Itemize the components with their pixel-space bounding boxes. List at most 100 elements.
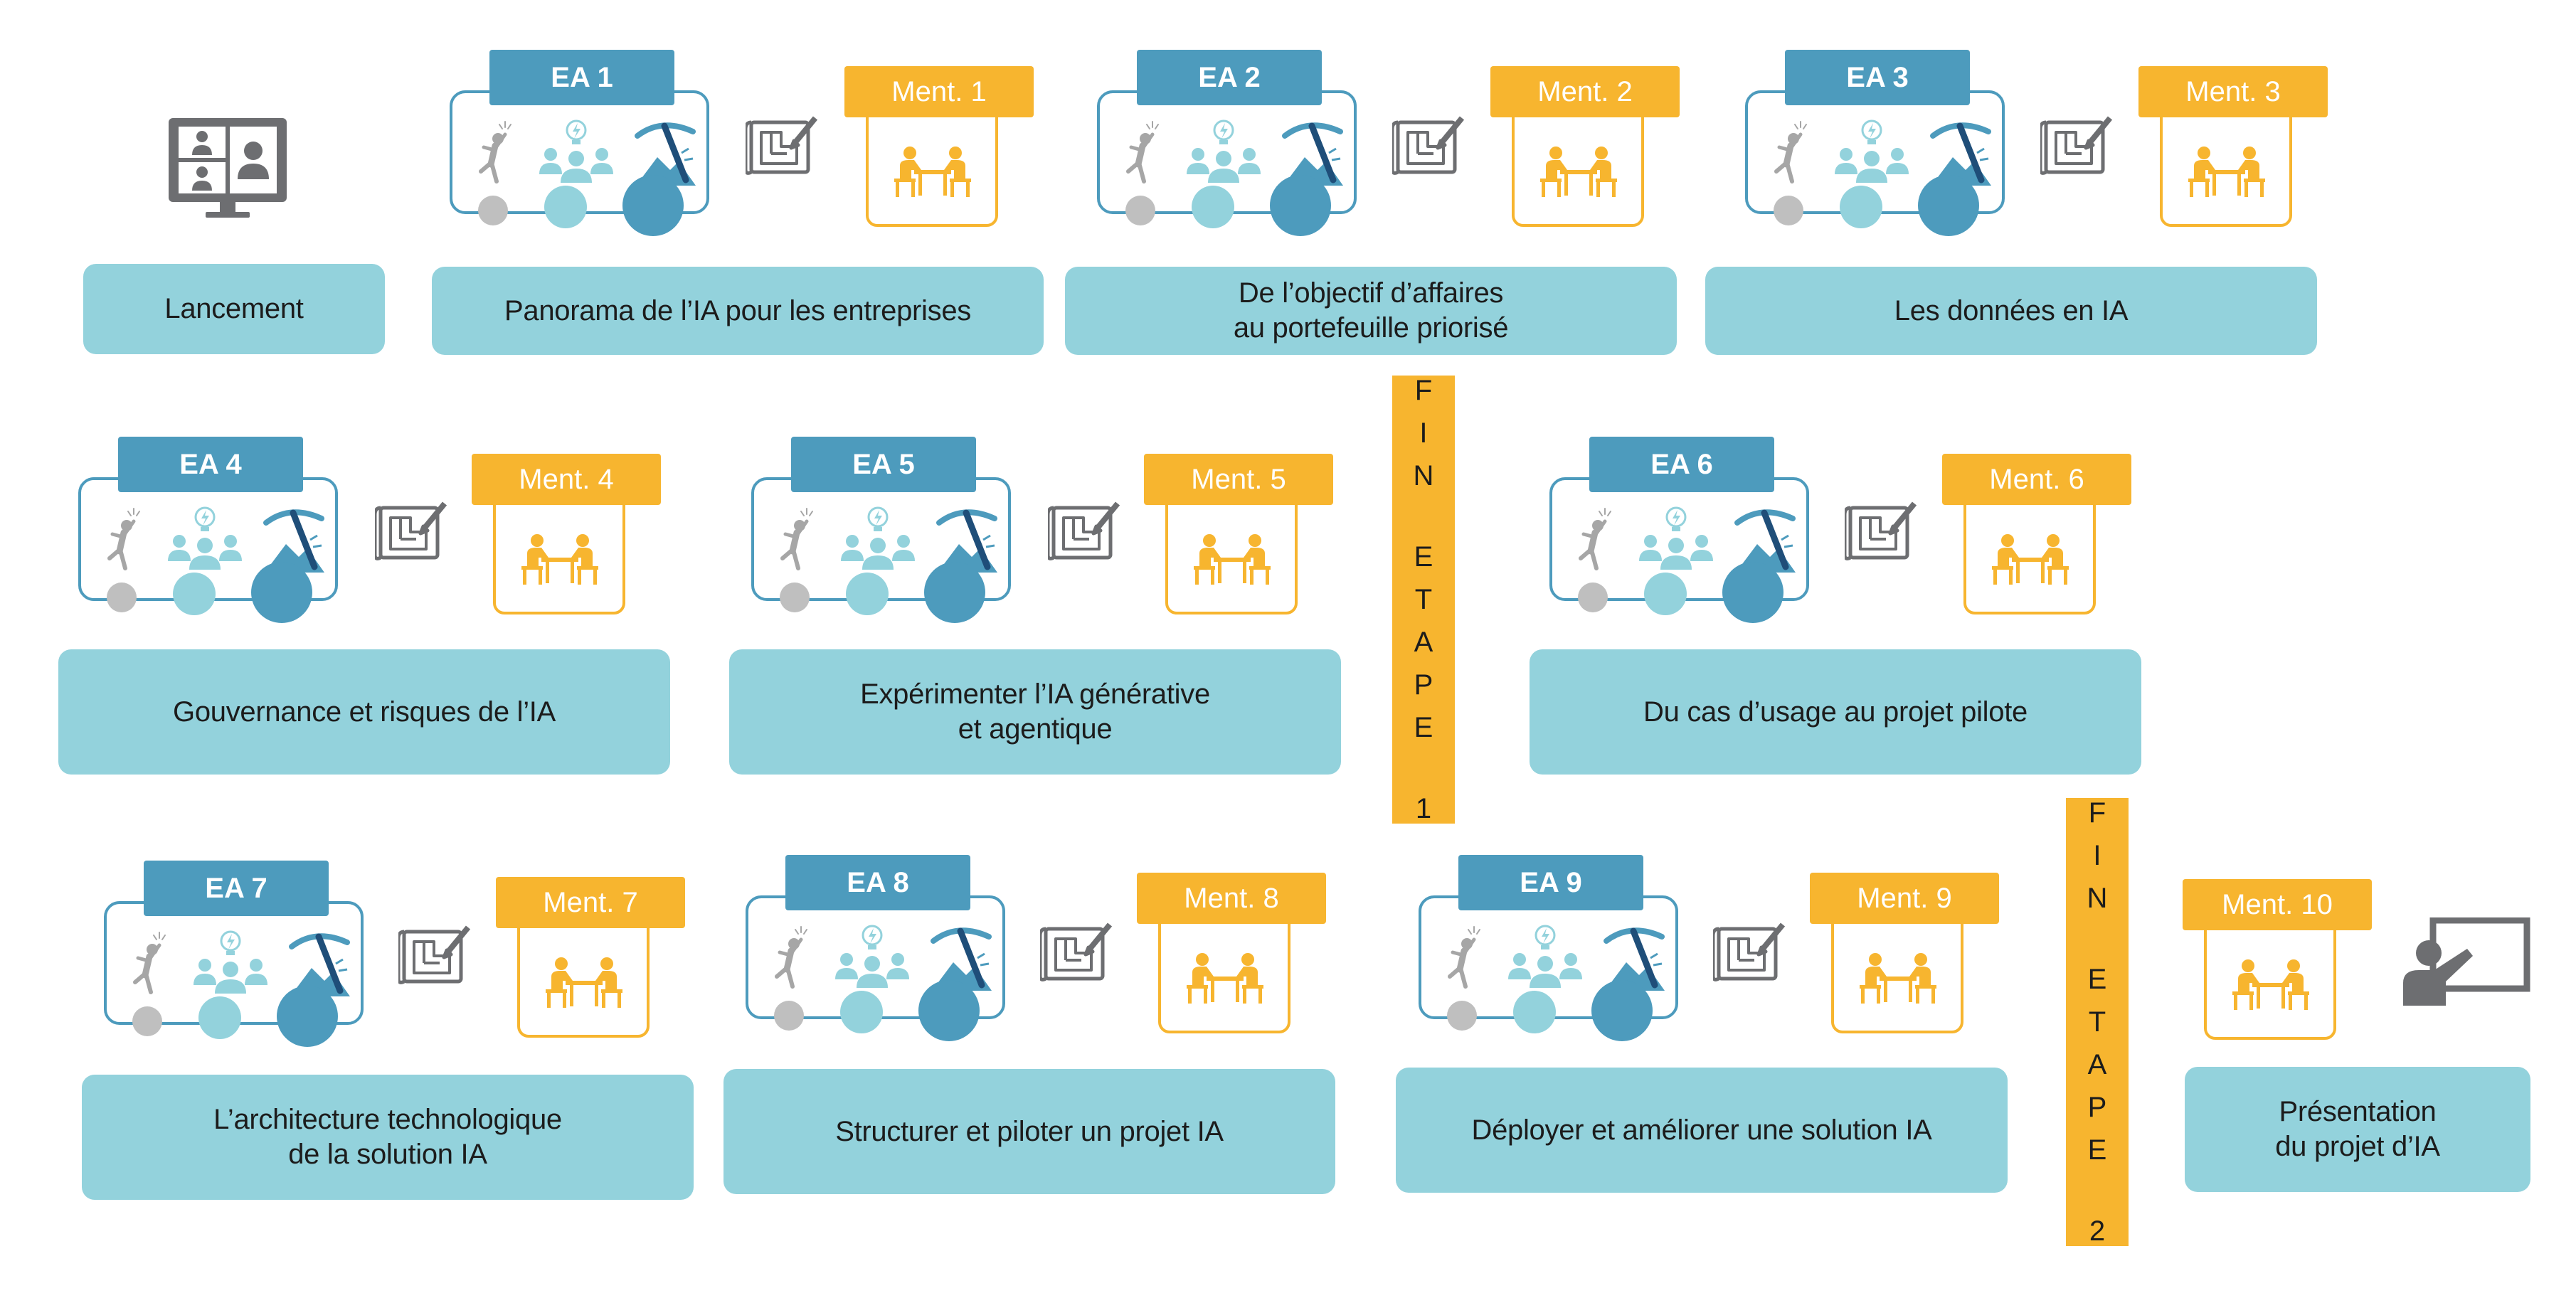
ment-block-9: Ment. 9 xyxy=(1810,873,1999,1036)
ea-activity-icons xyxy=(100,504,327,575)
meeting-table-icon xyxy=(1192,532,1272,586)
progress-dot-small xyxy=(478,196,508,225)
progress-dot-large xyxy=(1722,562,1783,623)
ment-tab-8: Ment. 8 xyxy=(1137,873,1326,924)
ea-tab-7: EA 7 xyxy=(144,861,329,916)
progress-dot-large xyxy=(918,980,980,1041)
progress-dot-medium xyxy=(1840,186,1882,228)
ment-frame xyxy=(517,917,650,1038)
launch-label-box: Lancement xyxy=(83,264,385,354)
ment-tab-1: Ment. 1 xyxy=(844,66,1034,117)
blueprint-pencil-icon xyxy=(1048,499,1122,563)
ment-block-4: Ment. 4 xyxy=(472,454,661,617)
ea-block-9: EA 9 xyxy=(1419,855,1683,1041)
module-label-line: de la solution IA xyxy=(288,1139,487,1170)
module-label-box-1: Panorama de l’IA pour les entreprises xyxy=(432,267,1044,355)
ea-block-8: EA 8 xyxy=(746,855,1010,1041)
progress-dot-small xyxy=(774,1001,804,1031)
video-conference-icon xyxy=(166,115,290,222)
person-jumping-icon xyxy=(775,926,807,989)
progress-dot-medium xyxy=(198,996,241,1039)
progress-dot-medium xyxy=(1192,186,1234,228)
pickaxe-mountain-icon xyxy=(1734,509,1796,573)
ment-tab-5: Ment. 5 xyxy=(1144,454,1333,505)
ment-block-5: Ment. 5 xyxy=(1144,454,1333,617)
team-idea-icon xyxy=(835,925,909,988)
module-label-line: Du cas d’usage au projet pilote xyxy=(1643,696,2028,728)
ea-block-6: EA 6 xyxy=(1549,437,1814,623)
ment-frame xyxy=(1512,106,1644,227)
module-label-box-3: Les données en IA xyxy=(1705,267,2317,355)
progress-dot-medium xyxy=(846,573,889,615)
team-idea-icon xyxy=(1639,506,1713,570)
ea-activity-icons xyxy=(1766,117,1994,188)
blueprint-pencil-icon xyxy=(375,499,449,563)
person-jumping-icon xyxy=(1579,508,1611,570)
team-idea-icon xyxy=(194,930,267,994)
blueprint-pencil-icon xyxy=(2040,114,2114,178)
module-label-line: au portefeuille priorisé xyxy=(1233,312,1509,344)
module-label-line: Déployer et améliorer une solution IA xyxy=(1471,1114,1932,1146)
ea-block-1: EA 1 xyxy=(450,50,714,236)
meeting-table-icon xyxy=(1185,951,1265,1005)
meeting-table-icon xyxy=(2231,957,2311,1011)
progress-dot-small xyxy=(1578,582,1608,612)
blueprint-pencil-icon xyxy=(398,923,472,987)
ment-frame xyxy=(1963,494,2096,614)
meeting-table-icon xyxy=(544,955,624,1009)
final-label-box: Présentation du projet d’IA xyxy=(2185,1067,2530,1192)
ea-activity-icons xyxy=(1571,504,1798,575)
ment-frame xyxy=(1831,912,1963,1033)
module-label-line: Expérimenter l’IA générative xyxy=(860,679,1210,711)
ea-block-3: EA 3 xyxy=(1745,50,2010,236)
ea-block-7: EA 7 xyxy=(104,861,369,1047)
progress-dot-large xyxy=(277,986,338,1047)
module-label-box-9: Déployer et améliorer une solution IA xyxy=(1396,1068,2008,1193)
blueprint-pencil-icon xyxy=(1040,920,1114,984)
final-label-line-2: du projet d’IA xyxy=(2275,1131,2440,1162)
progress-dot-small xyxy=(132,1006,162,1036)
ea-tab-1: EA 1 xyxy=(489,50,674,105)
module-label-line: et agentique xyxy=(958,713,1113,745)
progress-dot-medium xyxy=(544,186,587,228)
module-label-line: Gouvernance et risques de l’IA xyxy=(173,696,556,728)
ment-block-2: Ment. 2 xyxy=(1490,66,1680,230)
ea-tab-3: EA 3 xyxy=(1785,50,1970,105)
module-label-line: L’architecture technologique xyxy=(213,1104,562,1136)
progress-dot-small xyxy=(1774,196,1803,225)
ment-frame xyxy=(866,106,998,227)
module-label-line: Panorama de l’IA pour les entreprises xyxy=(504,294,971,326)
progress-dot-medium xyxy=(173,573,216,615)
blueprint-pencil-icon xyxy=(1845,499,1919,563)
progress-dot-small xyxy=(107,582,137,612)
ment-frame xyxy=(493,494,625,614)
progress-dot-large xyxy=(1591,980,1653,1041)
blueprint-pencil-icon xyxy=(1713,920,1787,984)
ea-tab-5: EA 5 xyxy=(791,437,976,492)
person-jumping-icon xyxy=(479,121,512,183)
meeting-table-icon xyxy=(1539,144,1618,198)
module-label-box-8: Structurer et piloter un projet IA xyxy=(723,1069,1335,1194)
blueprint-pencil-icon xyxy=(746,114,820,178)
meeting-table-icon xyxy=(1858,951,1938,1005)
ea-tab-8: EA 8 xyxy=(785,855,970,910)
team-idea-icon xyxy=(539,119,613,183)
ment-block-3: Ment. 3 xyxy=(2138,66,2328,230)
progress-dot-medium xyxy=(840,991,883,1033)
module-label-box-6: Du cas d’usage au projet pilote xyxy=(1530,649,2141,775)
ment-tab-4: Ment. 4 xyxy=(472,454,661,505)
progress-dot-small xyxy=(1447,1001,1477,1031)
ment-block-1: Ment. 1 xyxy=(844,66,1034,230)
final-label-line-1: Présentation xyxy=(2279,1096,2437,1128)
module-label-line: Structurer et piloter un projet IA xyxy=(835,1115,1224,1147)
ment-tab-6: Ment. 6 xyxy=(1942,454,2131,505)
ment-tab-10: Ment. 10 xyxy=(2183,879,2372,930)
ment-tab-3: Ment. 3 xyxy=(2138,66,2328,117)
blueprint-pencil-icon xyxy=(1392,114,1466,178)
